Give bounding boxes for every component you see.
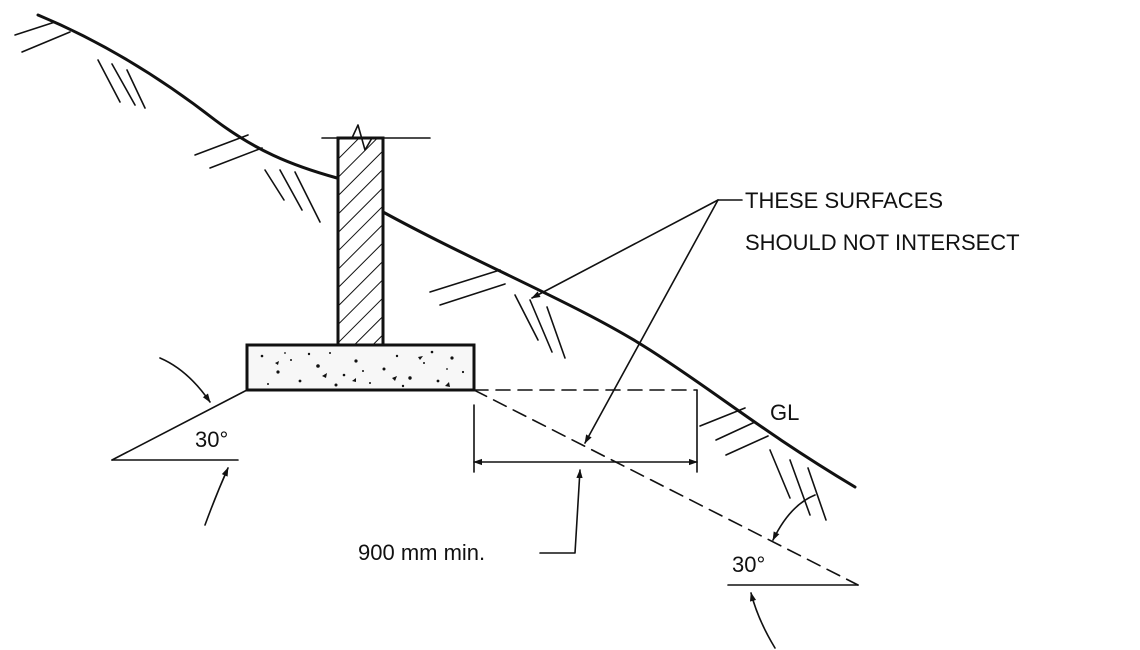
note-line-1: THESE SURFACES	[745, 188, 943, 213]
ground-level-label: GL	[770, 400, 799, 425]
ground-surface-upper	[36, 13, 339, 180]
note-leader-to-slope	[584, 199, 719, 444]
note-line-2: SHOULD NOT INTERSECT	[745, 230, 1020, 255]
dimension-leader	[539, 469, 583, 554]
dimension-label: 900 mm min.	[358, 540, 485, 565]
note-leader-to-ground	[531, 199, 719, 299]
ground-hatching	[14, 21, 827, 521]
retaining-wall-stem	[336, 136, 385, 347]
concrete-footing	[245, 343, 476, 392]
left-angle-label: 30°	[195, 427, 228, 452]
left-angle-arrow-top	[159, 357, 211, 403]
left-slope-line	[111, 389, 248, 461]
right-angle-arrow-bottom	[749, 592, 776, 649]
right-angle-label: 30°	[732, 552, 765, 577]
ground-surface-lower	[381, 210, 857, 489]
left-angle-arrow-bottom	[204, 467, 229, 526]
right-angle-arrow-top	[772, 494, 816, 541]
right-slope-line	[473, 389, 859, 586]
